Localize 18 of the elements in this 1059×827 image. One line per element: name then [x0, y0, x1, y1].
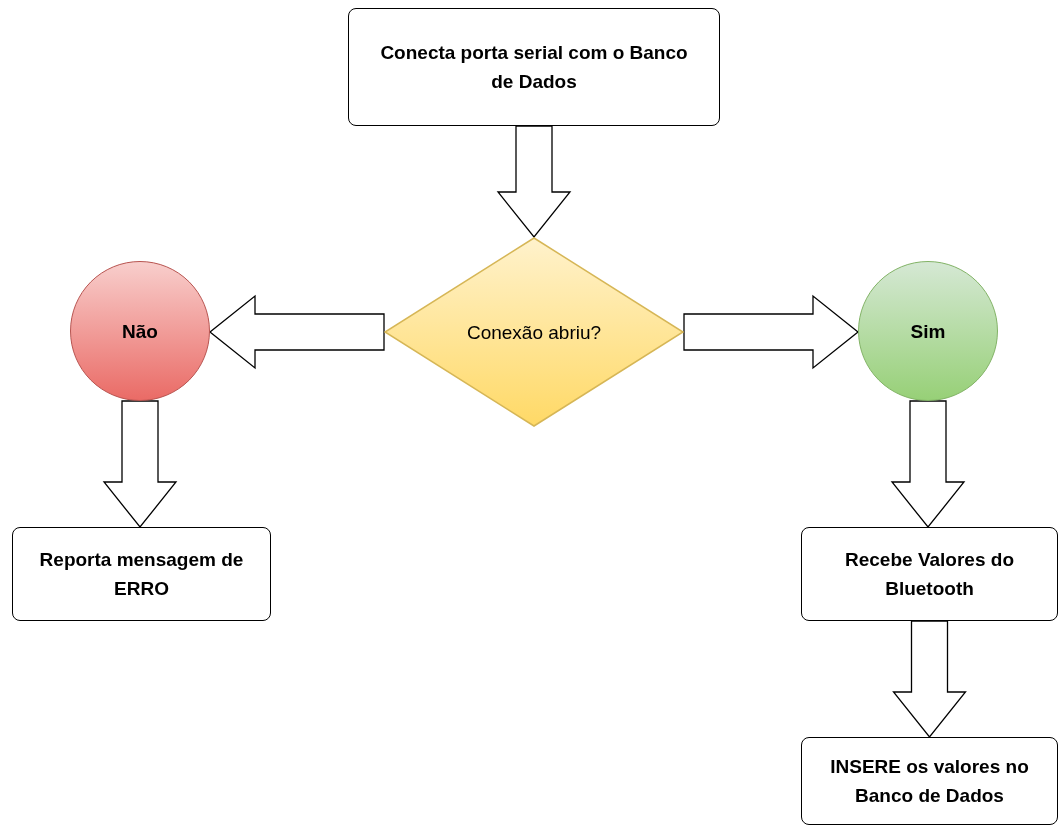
process-box	[801, 737, 1058, 825]
node-label: Conecta porta serial com o Banco de Dados	[379, 41, 689, 94]
block-arrow	[102, 400, 178, 529]
node-label: Sim	[910, 319, 946, 344]
node-label: Não	[122, 319, 158, 344]
node-label: Conexão abriu?	[466, 320, 602, 345]
node-label: INSERE os valores no Banco de Dados	[829, 755, 1030, 808]
block-arrow	[892, 620, 967, 739]
block-arrow	[496, 125, 572, 239]
block-arrow	[890, 400, 966, 529]
block-arrow	[208, 294, 385, 370]
process-box	[348, 8, 720, 126]
node-label: Reporta mensagem de ERRO	[38, 548, 245, 601]
process-box	[12, 527, 271, 621]
node-label: Recebe Valores do Bluetooth	[844, 548, 1015, 601]
decision-diamond	[384, 237, 684, 427]
block-arrow	[683, 294, 860, 370]
process-box	[801, 527, 1058, 621]
